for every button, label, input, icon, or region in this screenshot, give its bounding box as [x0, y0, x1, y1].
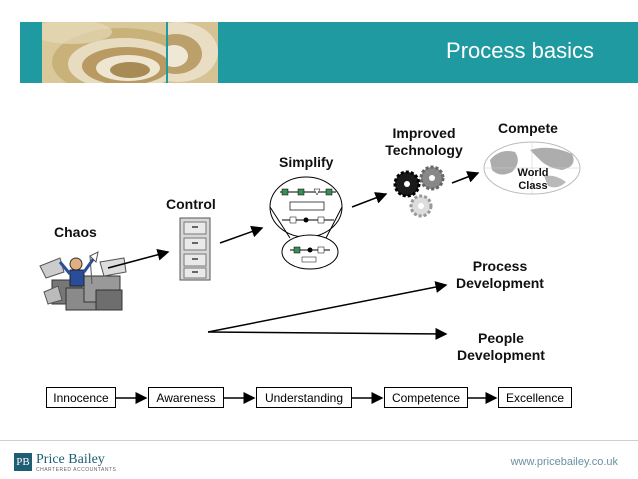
arrow-technology-to-compete	[451, 171, 480, 184]
label-people-development: People Development	[446, 330, 556, 364]
stage-innocence: Innocence	[46, 387, 116, 408]
filing-cabinet-icon	[179, 217, 211, 281]
gears-icon	[393, 165, 445, 218]
label-world-class: World Class	[506, 167, 560, 193]
label-improved-technology: Improved Technology	[378, 125, 470, 159]
label-process-dev: Development	[456, 275, 544, 291]
logo-tagline: CHARTERED ACCOUNTANTS	[36, 467, 117, 473]
label-chaos: Chaos	[54, 224, 97, 240]
label-class: Class	[518, 180, 548, 192]
chaos-illustration	[39, 251, 127, 311]
footer-divider	[0, 440, 638, 441]
stage-understanding: Understanding	[256, 387, 352, 408]
arrow-simplify-to-technology	[351, 192, 388, 208]
arrow-control-to-simplify	[219, 225, 264, 244]
website-url: www.pricebailey.co.uk	[510, 456, 618, 468]
label-process-development: Process Development	[446, 258, 554, 292]
agate-photo	[42, 22, 166, 83]
label-technology: Technology	[385, 142, 463, 158]
label-control: Control	[166, 196, 216, 212]
logo-mark: PB	[14, 453, 32, 471]
label-people: People	[478, 330, 524, 346]
label-process: Process	[472, 258, 528, 274]
logo-name: Price Bailey	[36, 452, 105, 467]
label-simplify: Simplify	[279, 154, 334, 170]
stage-excellence: Excellence	[498, 387, 572, 408]
stage-awareness: Awareness	[148, 387, 224, 408]
stage-competence: Competence	[384, 387, 468, 408]
label-world: World	[517, 167, 549, 179]
page-title: Process basics	[446, 38, 594, 63]
label-people-dev: Development	[457, 347, 545, 363]
process-flow-illustration	[269, 176, 343, 270]
world-globe-icon	[483, 141, 581, 195]
agate-photo-small	[168, 22, 218, 83]
label-compete: Compete	[498, 120, 558, 136]
arrow-to-process-development	[207, 281, 448, 333]
arrow-chaos-to-control	[107, 248, 170, 269]
header: Process basics	[0, 0, 638, 96]
arrow-to-people-development	[207, 327, 448, 340]
label-improved: Improved	[392, 125, 456, 141]
